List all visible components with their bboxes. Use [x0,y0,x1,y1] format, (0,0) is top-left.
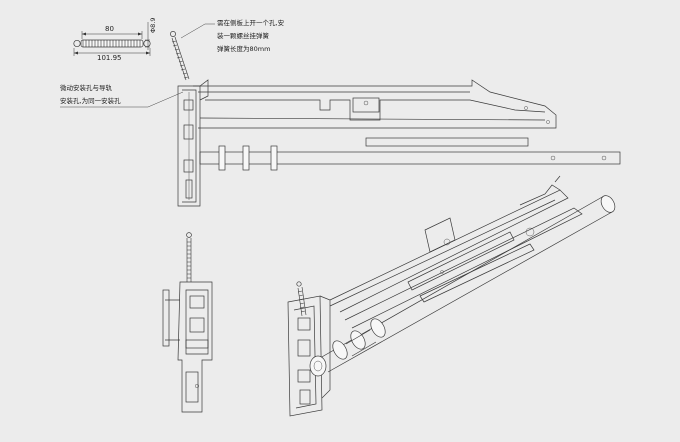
annotation-left: 微动安装孔与导轨 安装孔,为同一安装孔 [60,83,184,108]
dim-length-inner: 80 [105,25,114,33]
side-view [170,31,621,207]
dim-length-outer: 101.95 [97,54,122,62]
front-view [162,232,213,413]
isometric-view [287,175,616,417]
spring-front [186,232,192,282]
dim-diameter: Φ8.9 [149,18,157,33]
left-note-line-2: 安装孔,为同一安装孔 [60,96,121,105]
spring-side [170,31,190,81]
top-note-line-2: 装一颗螺丝挂弹簧 [217,31,270,40]
top-note-line-3: 弹簧长度为80mm [217,44,270,53]
annotation-top: 需在侧板上开一个孔,安 装一颗螺丝挂弹簧 弹簧长度为80mm [180,18,285,53]
top-note-line-1: 需在侧板上开一个孔,安 [217,18,285,27]
left-note-line-1: 微动安装孔与导轨 [60,83,113,92]
spring-detail: 80 101.95 Φ8.9 [73,18,157,62]
